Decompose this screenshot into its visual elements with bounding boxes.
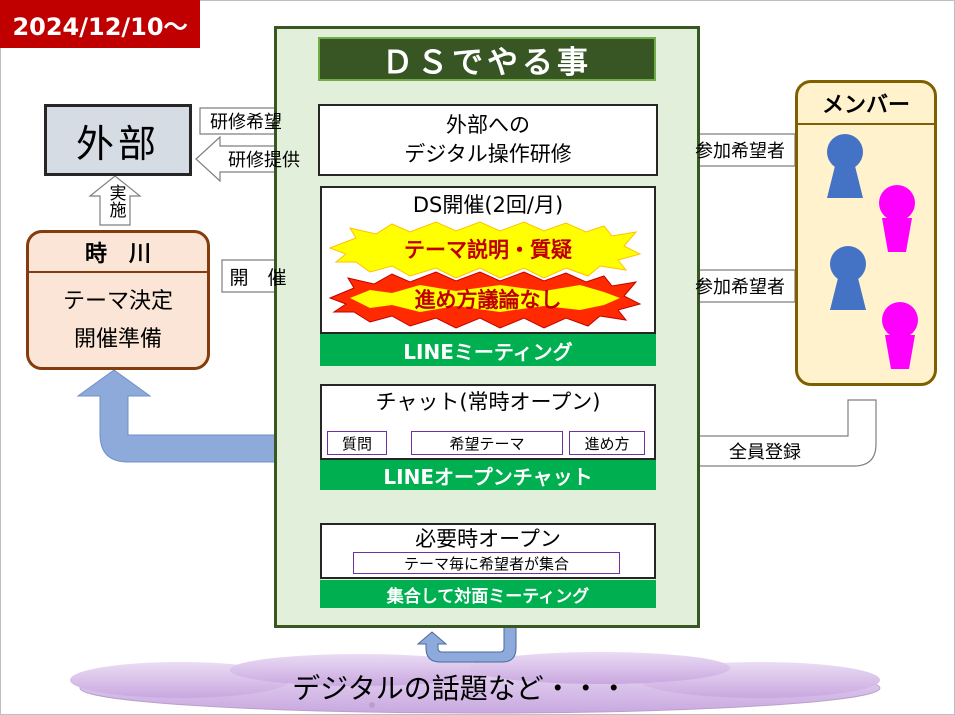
label-hold: 開 催 (229, 266, 287, 289)
meeting-title: DS開催(2回/月) (412, 193, 564, 217)
label-all-register: 全員登録 (729, 442, 801, 463)
panel-title: ＤＳでやる事 (318, 37, 656, 81)
label-training-offer: 研修提供 (228, 150, 300, 171)
burst1-text: テーマ説明・質疑 (404, 238, 572, 262)
cloud-arrow (416, 626, 517, 663)
chat-title: チャット(常時オープン) (375, 390, 601, 414)
topics-cloud (70, 652, 881, 714)
members-box: メンバー (795, 80, 937, 386)
label-applicants-1: 参加希望者 (695, 141, 785, 162)
chat-tag-question: 質問 (327, 431, 387, 455)
offline-sub: テーマ毎に希望者が集合 (353, 552, 620, 574)
cloud-text: デジタルの話題など・・・ (292, 672, 628, 705)
training-line1: 外部への (446, 113, 530, 137)
chat-tag-theme: 希望テーマ (411, 431, 563, 455)
chat-tag-method: 進め方 (569, 431, 645, 455)
tokikawa-line2: 開催準備 (73, 327, 162, 352)
offline-title: 必要時オープン (415, 527, 561, 551)
tokikawa-box: 時 川 テーマ決定 開催準備 (26, 230, 210, 370)
tokikawa-line1: テーマ決定 (62, 289, 173, 314)
training-line2: デジタル操作研修 (404, 142, 572, 166)
arrow-implement (88, 175, 142, 226)
label-implement: 実施 (105, 184, 126, 218)
label-training-request: 研修希望 (210, 112, 282, 133)
line-meeting-band: LINEミーティング (320, 334, 656, 366)
label-applicants-2: 参加希望者 (695, 277, 785, 298)
burst2-text: 進め方議論なし (414, 288, 562, 312)
line-openchat-band: LINEオープンチャット (320, 460, 656, 490)
training-box: 外部への デジタル操作研修 (318, 104, 658, 176)
offline-meeting-band: 集合して対面ミーティング (320, 580, 656, 608)
outside-box: 外部 (44, 104, 192, 176)
date-label: 2024/12/10～ (0, 0, 200, 48)
feedback-arrow (76, 369, 306, 463)
members-title: メンバー (798, 83, 934, 125)
tokikawa-name: 時 川 (29, 233, 207, 273)
